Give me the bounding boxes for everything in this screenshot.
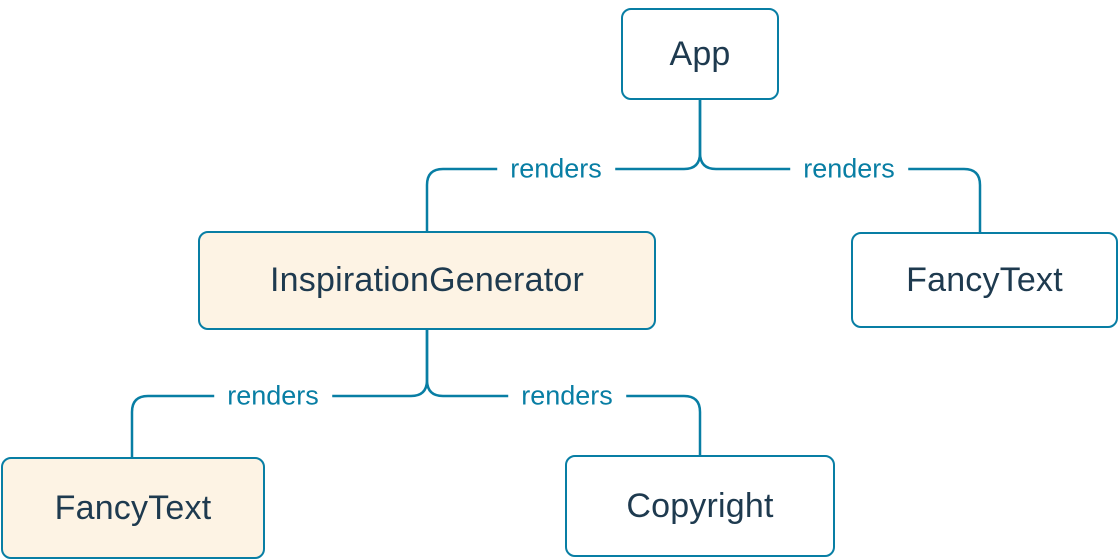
node-app-label: App [669, 34, 731, 73]
edge-label-app-inspiration-generator: renders [497, 152, 615, 186]
node-copyright-label: Copyright [626, 486, 774, 525]
node-copyright: Copyright [565, 455, 835, 557]
node-inspiration-generator-label: InspirationGenerator [270, 261, 584, 299]
edge-label-app-fancy-text: renders [790, 152, 908, 186]
node-fancy-text-bottom-left-label: FancyText [54, 488, 212, 527]
edge-label-inspiration-generator-fancy-text: renders [214, 379, 332, 413]
node-fancy-text-top-right: FancyText [851, 232, 1118, 328]
node-app: App [621, 8, 779, 100]
node-fancy-text-top-right-label: FancyText [906, 260, 1063, 299]
node-inspiration-generator: InspirationGenerator [198, 231, 656, 330]
node-fancy-text-bottom-left: FancyText [1, 457, 265, 559]
edge-label-inspiration-generator-copyright: renders [508, 379, 626, 413]
